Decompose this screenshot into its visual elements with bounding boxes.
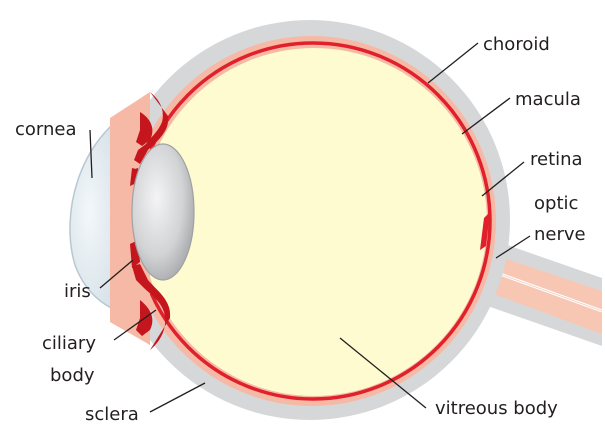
lens xyxy=(132,144,194,280)
label-vitreous-body: vitreous body xyxy=(435,398,558,419)
label-iris: iris xyxy=(64,281,91,302)
sclera-leader xyxy=(150,383,205,412)
label-body: body xyxy=(50,365,95,386)
label-cornea: cornea xyxy=(15,119,77,140)
label-choroid: choroid xyxy=(483,34,550,55)
label-retina: retina xyxy=(530,149,583,170)
label-sclera: sclera xyxy=(85,404,139,425)
choroid-leader xyxy=(428,43,478,83)
label-ciliary: ciliary xyxy=(42,333,96,354)
label-nerve: nerve xyxy=(534,224,586,245)
label-optic: optic xyxy=(534,193,578,214)
label-macula: macula xyxy=(515,89,581,110)
